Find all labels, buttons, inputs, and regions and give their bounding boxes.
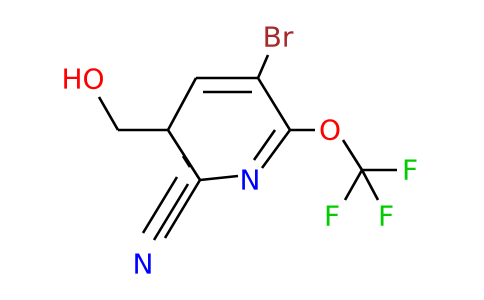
ring-bonds <box>166 76 292 182</box>
fluorine-label-3: F <box>378 200 394 233</box>
hydroxyl-label: HO <box>61 63 104 96</box>
bond-cn-triple-b <box>141 176 179 234</box>
ring-nitrogen-label: N <box>240 164 261 197</box>
bond-c-f3 <box>360 169 380 201</box>
fluorine-label-2: F <box>324 200 340 233</box>
bond-c3-c2 <box>256 77 292 131</box>
bond-c2-n1-double <box>252 129 277 161</box>
bond-c6-c5 <box>166 129 202 181</box>
bond-cn-triple-a <box>152 183 190 241</box>
bromine-label: Br <box>263 21 294 54</box>
atom-labels: Br HO N O N F F F <box>61 21 418 281</box>
bond-c3-br <box>256 54 270 79</box>
bond-c-f2 <box>343 169 364 201</box>
substituent-bonds <box>97 54 397 241</box>
nitrile-nitrogen-label: N <box>133 248 154 281</box>
bond-c5-c4 <box>166 77 198 131</box>
ether-oxygen-label: O <box>319 114 341 147</box>
bond-c6-cn <box>163 179 202 239</box>
bond-ch2-oh <box>97 96 120 131</box>
bond-n1-c6 <box>199 174 239 182</box>
fluorine-label-1: F <box>402 154 418 187</box>
bond-c6-c5-double <box>181 155 192 168</box>
bond-o-cf3 <box>341 139 364 171</box>
bond-c2-n1 <box>260 129 292 169</box>
